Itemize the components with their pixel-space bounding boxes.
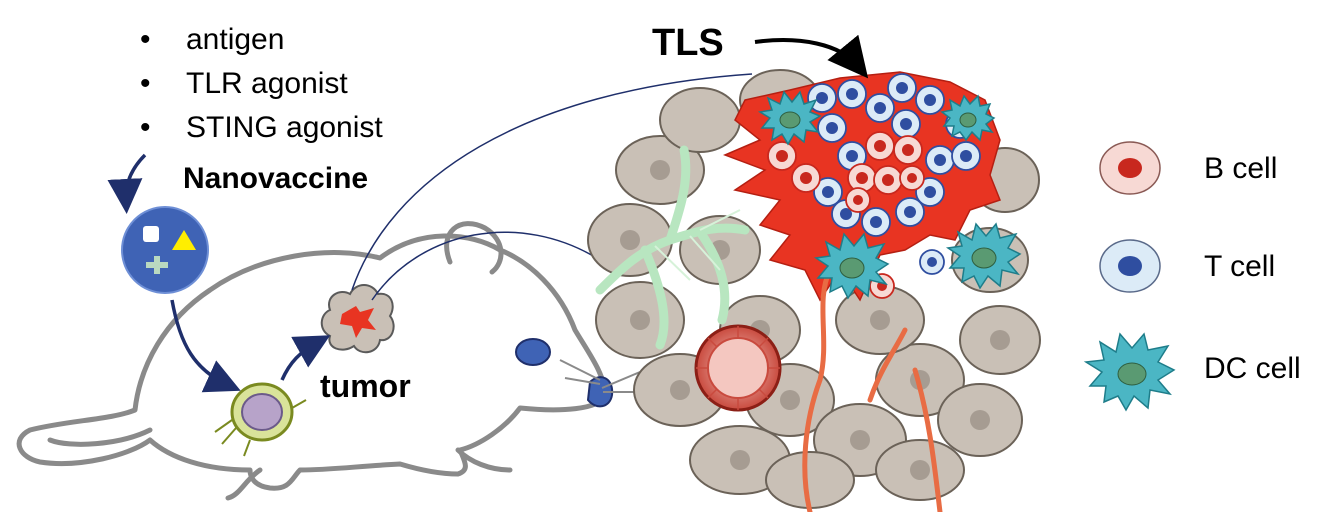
b-cell-icon (1099, 141, 1161, 195)
dendritic-cell-icon (1083, 332, 1176, 412)
zoomed-tumor (587, 69, 1041, 512)
ingredient-list: antigen TLR agonist STING agonist (140, 18, 383, 150)
mouse-eye-icon (515, 338, 551, 366)
dendritic-cells (757, 90, 1022, 300)
blood-vessel-icon (694, 324, 782, 412)
zoom-lines (351, 73, 753, 301)
tumor-label: tumor (320, 368, 411, 404)
nanovaccine-particle-icon (121, 206, 209, 294)
tumor-on-mouse-icon (320, 284, 395, 354)
mouse-whiskers (559, 359, 642, 393)
arrow-ingredients-to-nanovaccine (107, 153, 147, 214)
mouse-outline (16, 221, 608, 501)
legend-t-cell-label: T cell (1204, 250, 1276, 283)
t-cells (807, 73, 981, 275)
tls-label: TLS (652, 22, 724, 64)
arrow-lymph-node-to-tumor (280, 335, 331, 381)
ingredient-item: TLR agonist (140, 62, 383, 106)
flow-arrows (107, 153, 331, 393)
legend-dc-cell-label: DC cell (1204, 352, 1301, 385)
tls-arrow (754, 34, 869, 79)
lymph-node-icon (214, 382, 307, 457)
capillaries (802, 267, 943, 512)
mouse-nose-icon (586, 376, 614, 408)
arrow-nanovaccine-to-lymph-node (170, 299, 241, 393)
ingredient-item: STING agonist (140, 106, 383, 150)
nanovaccine-label: Nanovaccine (183, 162, 369, 195)
ingredient-item: antigen (140, 18, 383, 62)
t-cell-icon (1099, 239, 1161, 293)
lymphatic-vessel (595, 145, 750, 350)
legend-b-cell-label: B cell (1204, 152, 1278, 185)
